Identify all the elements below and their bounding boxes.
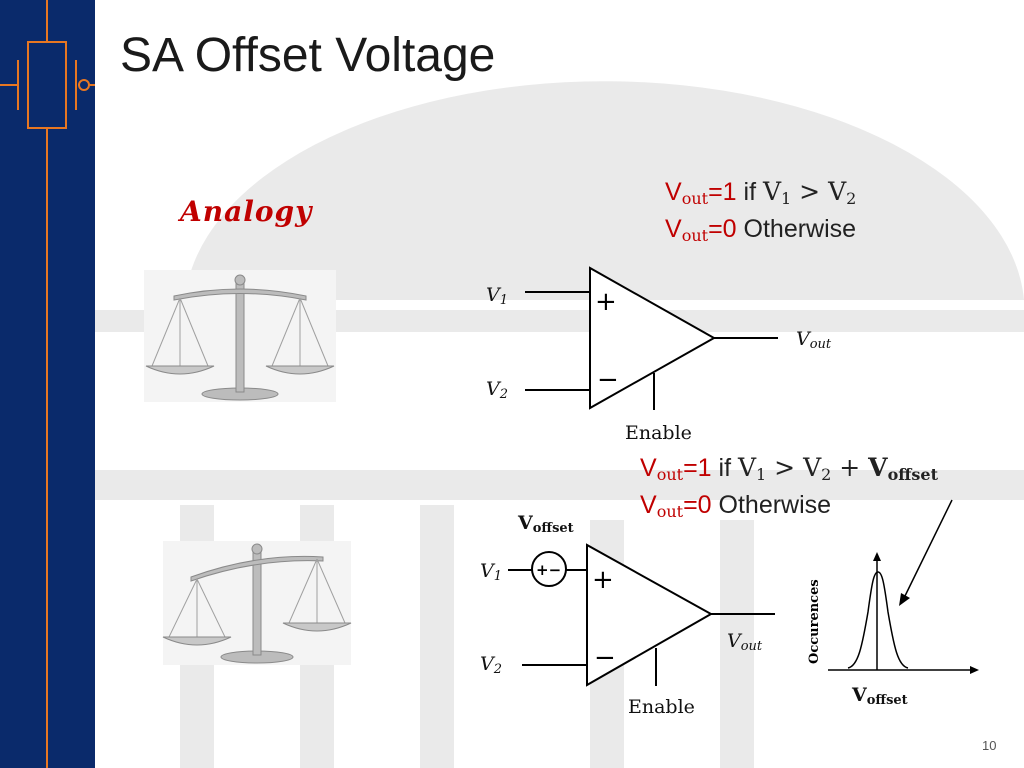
label-vout-top: Vout bbox=[796, 328, 832, 352]
minus-sign-top: − bbox=[597, 365, 619, 395]
balance-scale-image-bottom bbox=[162, 541, 352, 665]
opamp-triangle-top bbox=[589, 266, 717, 410]
label-v2-bottom: V2 bbox=[480, 653, 503, 677]
minus-sign-bottom: − bbox=[594, 643, 616, 673]
label-voffset-circuit: Voffset bbox=[518, 512, 574, 536]
analogy-label: Analogy bbox=[180, 195, 313, 228]
label-v2-top: V2 bbox=[486, 378, 509, 402]
equation-bottom-line1: Vout=1 if V1 > V2 + Voffset bbox=[640, 453, 938, 484]
equation-bottom-line2: Vout=0 Otherwise bbox=[640, 491, 832, 521]
label-enable-bottom: Enable bbox=[628, 696, 695, 718]
page-number: 10 bbox=[982, 738, 997, 753]
label-vout-bottom: Vout bbox=[727, 630, 763, 654]
opamp-triangle-bottom bbox=[586, 543, 714, 687]
plus-sign-top: + bbox=[595, 287, 617, 317]
equation-bottom: Vout=1 if V1 > V2 + Voffset Vout=0 Other… bbox=[640, 452, 938, 527]
offset-source-sign: +− bbox=[536, 561, 561, 579]
label-v1-bottom: V1 bbox=[480, 560, 503, 584]
label-enable-top: Enable bbox=[625, 422, 692, 444]
equation-top: Vout=1 if V1 > V2 Vout=0 Otherwise bbox=[665, 176, 856, 251]
plot-xlabel: Voffset bbox=[852, 684, 908, 708]
plot-x-axis-arrow bbox=[970, 666, 979, 674]
plus-sign-bottom: + bbox=[592, 565, 614, 595]
page-title: SA Offset Voltage bbox=[120, 29, 496, 82]
gaussian-curve bbox=[847, 571, 909, 669]
equation-top-line1: Vout=1 if V1 > V2 bbox=[665, 177, 857, 208]
balance-scale-image-top bbox=[144, 270, 336, 402]
offset-voltage-source bbox=[531, 551, 567, 587]
plot-ylabel: Occurences bbox=[807, 579, 822, 664]
offset-distribution-plot: Occurences bbox=[792, 552, 980, 714]
label-v1-top: V1 bbox=[486, 284, 509, 308]
equation-top-line2: Vout=0 Otherwise bbox=[665, 215, 857, 245]
sidebar-logo bbox=[0, 0, 95, 768]
plot-y-axis-arrow bbox=[873, 552, 881, 561]
